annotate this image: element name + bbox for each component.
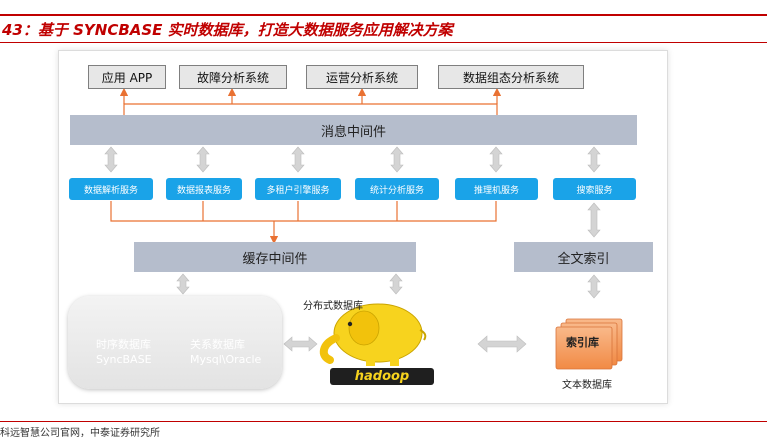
top-rule: [0, 14, 767, 16]
title-rule: [0, 42, 767, 43]
system-data-config-analysis: 数据组态分析系统: [438, 65, 584, 89]
system-fault-analysis: 故障分析系统: [179, 65, 287, 89]
timeseries-db-name: 时序数据库: [96, 338, 151, 351]
cache-middleware-bar: 缓存中间件: [134, 242, 416, 272]
hadoop-textdb-arrow: [477, 335, 527, 353]
service-data-parsing: 数据解析服务: [69, 178, 153, 200]
service-inference-engine: 推理机服务: [455, 178, 538, 200]
service-statistical-analysis: 统计分析服务: [355, 178, 439, 200]
index-textdb-arrow: [587, 274, 601, 299]
system-app: 应用 APP: [88, 65, 166, 89]
cache-db-arrow-left: [176, 273, 190, 295]
service-multitenant-engine: 多租户引擎服务: [255, 178, 341, 200]
cache-arrows: [110, 201, 497, 245]
service-double-arrows: [104, 146, 601, 173]
index-library-label: 索引库: [566, 336, 599, 349]
timeseries-db-label: 时序数据库 SyncBASE: [96, 337, 152, 367]
cache-db-arrow-right: [389, 273, 403, 295]
index-pages-icon: [555, 318, 623, 370]
db-hadoop-arrow: [283, 336, 318, 352]
database-panel: [68, 296, 282, 389]
text-db-label: 文本数据库: [562, 380, 612, 391]
relational-db-label: 关系数据库 Mysql\Oracle: [190, 337, 261, 367]
timeseries-db-product: SyncBASE: [96, 353, 152, 366]
relational-db-product: Mysql\Oracle: [190, 353, 262, 366]
relational-db-name: 关系数据库: [190, 338, 245, 351]
footer-rule: [0, 421, 767, 422]
hadoop-elephant-logo: [319, 303, 427, 366]
system-operation-analysis: 运营分析系统: [306, 65, 418, 89]
figure-title: 43：基于 SYNCBASE 实时数据库，打造大数据服务应用解决方案: [2, 21, 453, 39]
service-search: 搜索服务: [553, 178, 636, 200]
hadoop-wordmark: hadoop: [330, 368, 434, 385]
distributed-db-label: 分布式数据库: [303, 301, 363, 312]
message-middleware-bar: 消息中间件: [70, 115, 637, 145]
fulltext-index-bar: 全文索引: [514, 242, 653, 272]
service-data-report: 数据报表服务: [166, 178, 242, 200]
top-arrows: [119, 87, 502, 115]
source-note: 科远智慧公司官网，中泰证券研究所: [0, 428, 160, 439]
search-index-arrow: [587, 202, 601, 238]
